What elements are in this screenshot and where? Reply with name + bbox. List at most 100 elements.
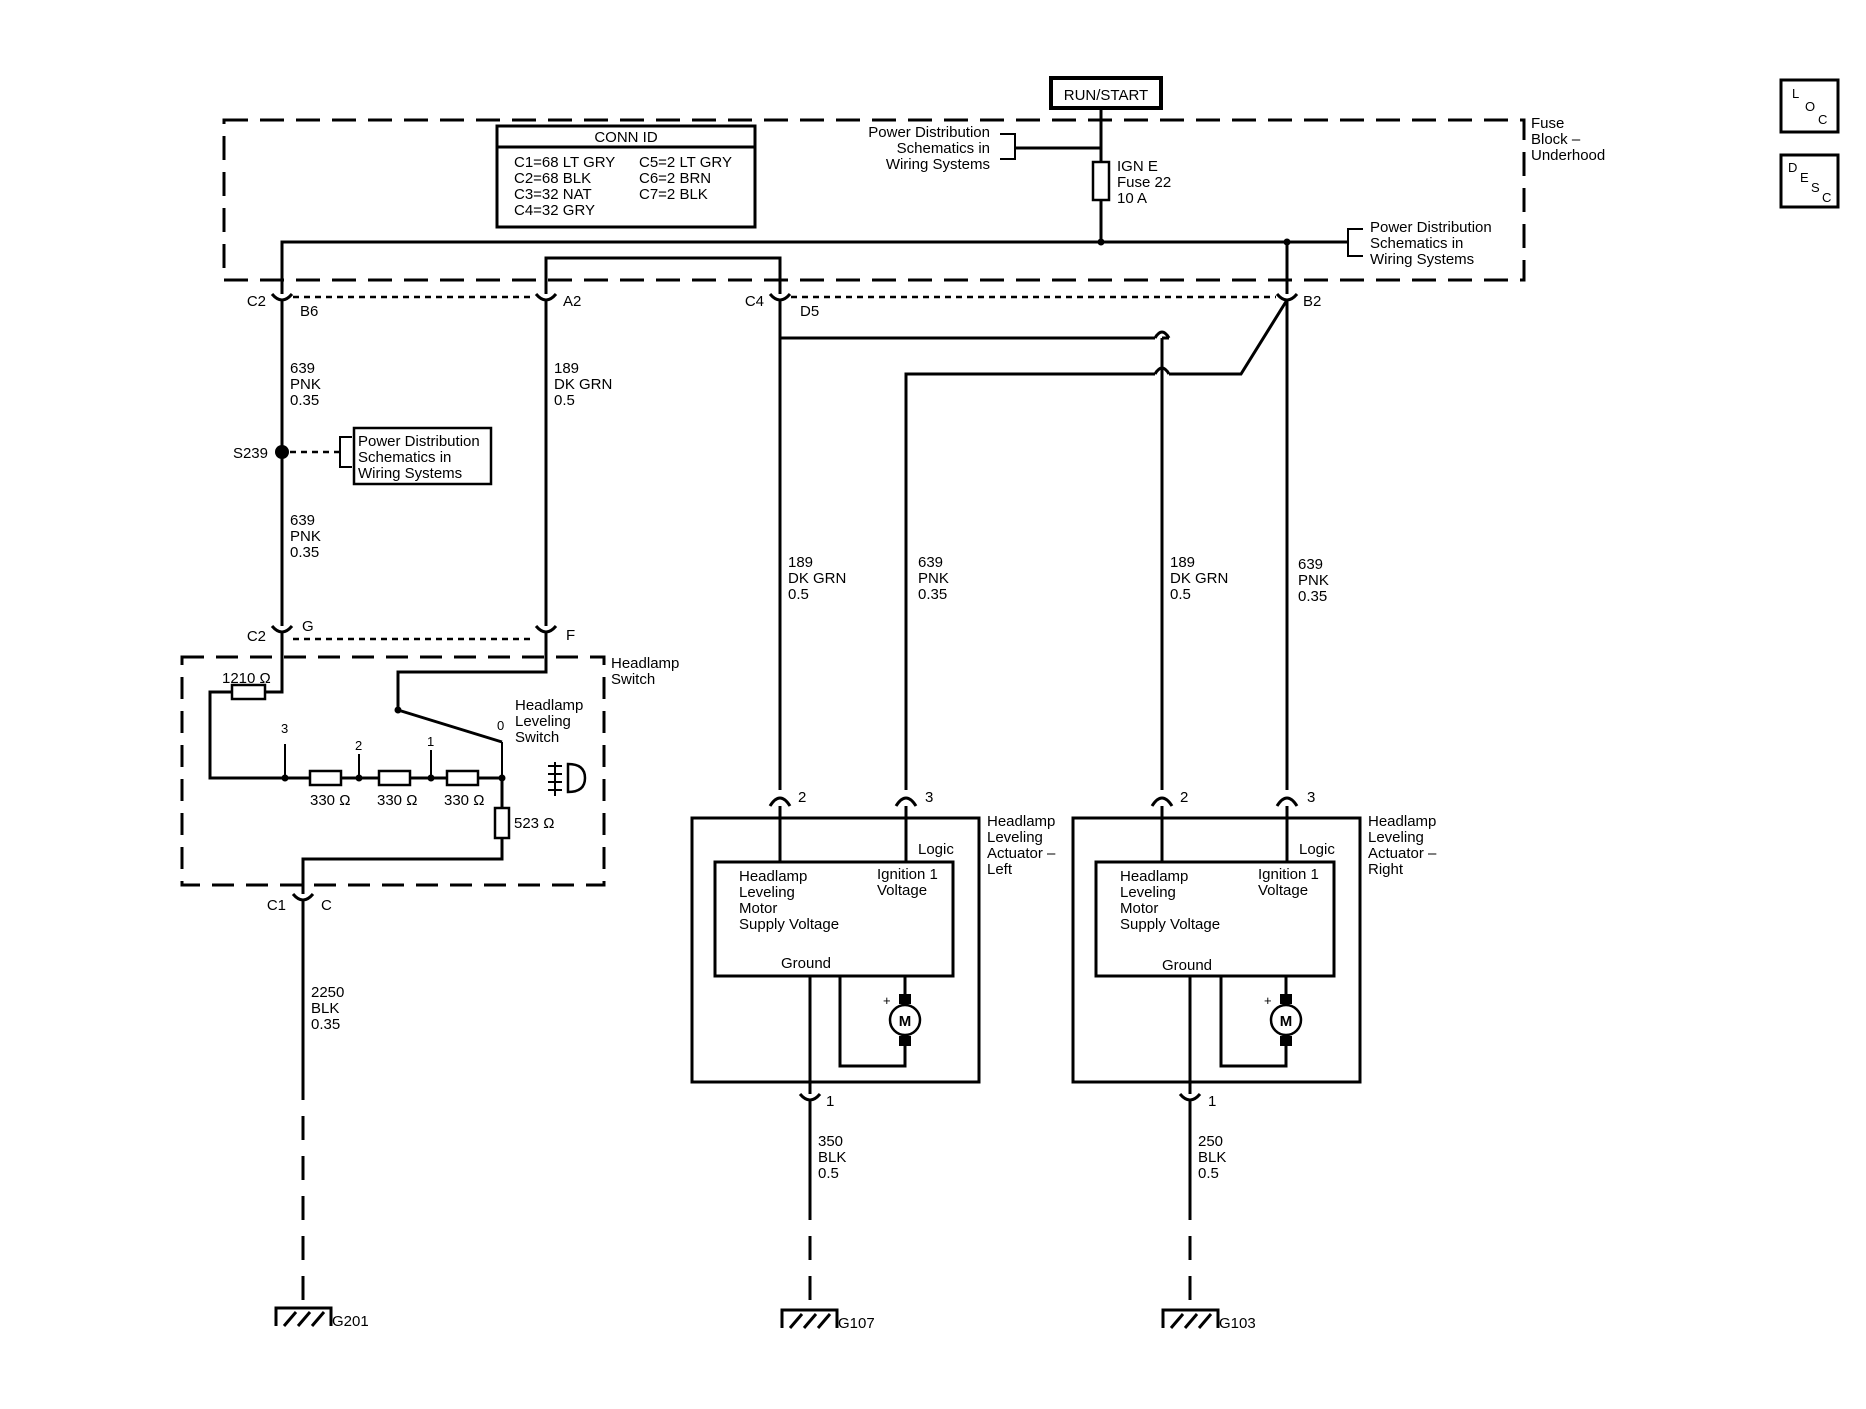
svg-text:+: + (883, 993, 891, 1008)
logic-block-right (1094, 860, 1336, 978)
svg-text:PNK: PNK (918, 570, 949, 587)
pds-reference-top: Power Distribution Schematics in Wiring … (868, 124, 1101, 173)
svg-text:0.35: 0.35 (290, 392, 319, 409)
svg-text:Logic: Logic (1299, 841, 1335, 858)
svg-text:C: C (321, 897, 332, 914)
svg-text:C6=2 BRN: C6=2 BRN (639, 170, 711, 187)
svg-text:DK GRN: DK GRN (554, 376, 612, 393)
svg-text:Block –: Block – (1531, 131, 1581, 148)
svg-text:PNK: PNK (290, 528, 321, 545)
actuator-right-label: Headlamp Leveling Actuator – Right (1368, 813, 1437, 878)
svg-text:189: 189 (554, 360, 579, 377)
svg-text:C2: C2 (247, 628, 266, 645)
wire-label-grn-right: 189 DK GRN 0.5 (1170, 554, 1228, 603)
svg-text:G103: G103 (1219, 1315, 1256, 1332)
actuator-left-label: Headlamp Leveling Actuator – Left (987, 813, 1056, 878)
svg-text:250: 250 (1198, 1133, 1223, 1150)
svg-text:0.35: 0.35 (290, 544, 319, 561)
svg-text:Motor: Motor (739, 900, 777, 917)
svg-text:10 A: 10 A (1117, 190, 1147, 207)
svg-text:+: + (1264, 993, 1272, 1008)
svg-text:Ground: Ground (1162, 957, 1212, 974)
svg-text:Wiring Systems: Wiring Systems (358, 465, 462, 482)
svg-text:189: 189 (1170, 554, 1195, 571)
headlamp-leveling-icon (548, 762, 587, 796)
svg-text:0.5: 0.5 (1170, 586, 1191, 603)
svg-text:330 Ω: 330 Ω (377, 792, 417, 809)
wire-label-pnk-left: 639 PNK 0.35 (918, 554, 949, 603)
conn-id-table: CONN ID C1=68 LT GRY C2=68 BLK C3=32 NAT… (495, 124, 757, 229)
svg-text:0.5: 0.5 (818, 1165, 839, 1182)
svg-text:Right: Right (1368, 861, 1404, 878)
svg-text:O: O (1805, 99, 1815, 114)
svg-text:2: 2 (798, 789, 806, 806)
svg-text:0.35: 0.35 (1298, 588, 1327, 605)
wire-label-grn-left: 189 DK GRN 0.5 (788, 554, 846, 603)
svg-text:Headlamp: Headlamp (515, 697, 583, 714)
splice-s239: S239 Power Distribution Schematics in Wi… (233, 426, 493, 486)
loc-icon[interactable]: L O C (1779, 78, 1840, 134)
headlamp-leveling-switch-label: Headlamp Leveling Switch (515, 697, 583, 746)
svg-text:Power Distribution: Power Distribution (868, 124, 990, 141)
ground-g103: G103 (1161, 1308, 1256, 1332)
svg-text:Left: Left (987, 861, 1013, 878)
svg-text:B2: B2 (1303, 293, 1321, 310)
svg-text:Power Distribution: Power Distribution (358, 433, 480, 450)
wire-label-blk-switch: 2250 BLK 0.35 (311, 984, 344, 1033)
svg-text:523 Ω: 523 Ω (514, 815, 554, 832)
svg-text:330 Ω: 330 Ω (310, 792, 350, 809)
svg-text:Wiring Systems: Wiring Systems (886, 156, 990, 173)
svg-text:A2: A2 (563, 293, 581, 310)
wire-label-grn-top: 189 DK GRN 0.5 (554, 360, 612, 409)
svg-text:0.35: 0.35 (918, 586, 947, 603)
fuse-block-underhood-outline (222, 118, 1526, 282)
svg-text:Motor: Motor (1120, 900, 1158, 917)
svg-text:1: 1 (1208, 1093, 1216, 1110)
ground-g201: G201 (274, 1306, 369, 1330)
svg-text:CONN ID: CONN ID (594, 129, 658, 146)
svg-text:L: L (1792, 86, 1799, 101)
svg-text:Leveling: Leveling (515, 713, 571, 730)
svg-text:D5: D5 (800, 303, 819, 320)
svg-text:S: S (1811, 180, 1820, 195)
svg-text:Headlamp: Headlamp (1120, 868, 1188, 885)
svg-text:Wiring Systems: Wiring Systems (1370, 251, 1474, 268)
svg-text:2250: 2250 (311, 984, 344, 1001)
wire-label-pnk-right: 639 PNK 0.35 (1298, 556, 1329, 605)
svg-text:Ignition 1: Ignition 1 (1258, 866, 1319, 883)
svg-text:Schematics in: Schematics in (1370, 235, 1463, 252)
svg-text:Switch: Switch (515, 729, 559, 746)
svg-text:1: 1 (826, 1093, 834, 1110)
desc-icon[interactable]: D E S C (1779, 153, 1840, 209)
svg-text:1210 Ω: 1210 Ω (222, 670, 271, 687)
svg-text:Schematics in: Schematics in (358, 449, 451, 466)
svg-text:BLK: BLK (311, 1000, 339, 1017)
svg-text:D: D (1788, 160, 1797, 175)
svg-text:C5=2 LT GRY: C5=2 LT GRY (639, 154, 732, 171)
svg-text:M: M (1280, 1013, 1293, 1030)
run-start-label: RUN/START (1049, 76, 1163, 110)
wire-label-pnk-top: 639 PNK 0.35 (290, 360, 321, 409)
svg-text:Headlamp: Headlamp (611, 655, 679, 672)
svg-text:Ground: Ground (781, 955, 831, 972)
svg-text:BLK: BLK (1198, 1149, 1226, 1166)
svg-text:0.5: 0.5 (1198, 1165, 1219, 1182)
svg-text:C1: C1 (267, 897, 286, 914)
ground-g107: G107 (780, 1308, 875, 1332)
svg-text:C3=32 NAT: C3=32 NAT (514, 186, 592, 203)
svg-text:RUN/START: RUN/START (1064, 87, 1148, 104)
svg-text:Leveling: Leveling (987, 829, 1043, 846)
svg-text:639: 639 (1298, 556, 1323, 573)
svg-text:189: 189 (788, 554, 813, 571)
connector-c1-c: C1 C (267, 892, 332, 914)
svg-text:2: 2 (355, 738, 362, 753)
connector-row-switch: C2 G F (247, 618, 575, 645)
svg-text:Actuator –: Actuator – (1368, 845, 1437, 862)
svg-text:639: 639 (918, 554, 943, 571)
svg-text:Logic: Logic (918, 841, 954, 858)
svg-text:Actuator –: Actuator – (987, 845, 1056, 862)
svg-text:Supply Voltage: Supply Voltage (1120, 916, 1220, 933)
svg-text:1: 1 (427, 734, 434, 749)
svg-text:0.5: 0.5 (554, 392, 575, 409)
svg-text:0.35: 0.35 (311, 1016, 340, 1033)
